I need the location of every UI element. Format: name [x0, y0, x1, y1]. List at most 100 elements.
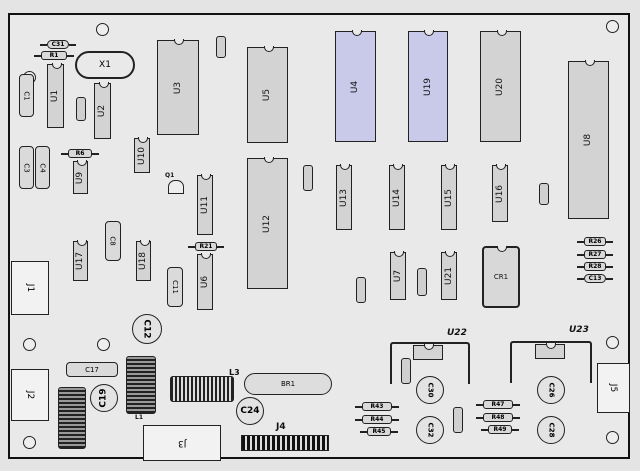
resistor: R21	[188, 242, 224, 251]
inductor-l2	[58, 387, 86, 449]
transistor-q1-label: Q1	[165, 172, 175, 179]
resistor: R26	[577, 237, 613, 246]
chip-u19: U19	[408, 30, 448, 142]
cap-label: C32	[425, 422, 434, 438]
capacitor-c8: C8	[105, 221, 121, 261]
resistor: R43	[355, 402, 399, 411]
capacitor-c4: C4	[35, 146, 50, 189]
chip-label: U21	[444, 266, 455, 286]
cap-label: C30	[425, 382, 434, 398]
chip-u5: U5	[247, 46, 288, 143]
chip-u14: U14	[389, 164, 405, 230]
cap-label: C4	[38, 162, 47, 173]
chip-label: U7	[392, 269, 403, 283]
chip-u21: U21	[441, 251, 457, 300]
connector-j3: J3	[143, 425, 221, 461]
mounting-hole	[96, 23, 109, 36]
header-j4	[241, 435, 329, 451]
capacitor-c24: C24	[236, 397, 264, 425]
bridge-label: BR1	[280, 380, 296, 388]
cap-label: C8	[109, 236, 117, 246]
capacitor-c3: C3	[19, 146, 34, 189]
heatsink-u23	[510, 341, 592, 383]
inductor-l1	[126, 356, 156, 414]
capacitor-c28: C28	[537, 416, 565, 444]
transistor-q1	[168, 180, 184, 194]
chip-label: U8	[583, 133, 594, 147]
capacitor-c26: C26	[537, 376, 565, 404]
chip-u13: U13	[336, 164, 352, 230]
chip-u17: U17	[73, 240, 88, 281]
resistor: R27	[577, 250, 613, 259]
inductor-l3-label: L3	[229, 368, 240, 377]
resistor	[453, 407, 463, 433]
chip-u18: U18	[136, 240, 151, 281]
chip-label: U10	[137, 146, 148, 165]
chip-label: U9	[75, 171, 86, 184]
chip-u10: U10	[134, 137, 150, 173]
regulator-u23	[535, 343, 565, 359]
capacitor-c17: C17	[66, 362, 118, 377]
cap-label: C1	[22, 90, 31, 101]
mounting-hole	[606, 431, 619, 444]
chip-label: U11	[200, 195, 211, 215]
chip-u4: U4	[335, 30, 376, 142]
cap-label: C28	[546, 422, 555, 438]
connector-j1: J1	[11, 261, 49, 315]
resistor	[303, 165, 313, 191]
cap-label: C3	[22, 162, 31, 173]
resistor	[76, 97, 86, 121]
chip-label: U17	[75, 251, 86, 271]
cap-label: C17	[85, 365, 99, 374]
cap-label: C11	[170, 280, 179, 294]
chip-label: U13	[339, 188, 350, 207]
capacitor-c1: C1	[19, 74, 34, 117]
inductor-l3	[170, 376, 234, 402]
chip-label: U5	[262, 88, 273, 102]
chip-u9: U9	[73, 160, 88, 194]
regulator-u22	[413, 344, 443, 360]
resistor: R28	[577, 262, 613, 271]
chip-u15: U15	[441, 164, 457, 230]
mounting-hole	[23, 338, 36, 351]
capacitor-c30: C30	[416, 376, 444, 404]
resistor: R49	[481, 425, 519, 434]
resistor: R48	[476, 413, 520, 422]
mounting-hole	[606, 336, 619, 349]
capacitor-c12: C12	[132, 314, 162, 344]
crystal-label: X1	[99, 60, 111, 70]
resistor: R44	[355, 415, 399, 424]
chip-u7: U7	[390, 251, 406, 300]
chip-label: U4	[350, 80, 361, 93]
cap-label: C19	[98, 388, 109, 408]
regulator-u22-label: U22	[447, 328, 467, 338]
resistor: R1	[34, 51, 74, 60]
chip-label: U14	[392, 188, 403, 207]
chip-u8: U8	[568, 60, 609, 219]
capacitor-c19: C19	[90, 384, 118, 412]
chip-label: U18	[138, 251, 149, 271]
chip-label: U3	[172, 81, 183, 94]
chip-cr1: CR1	[482, 246, 520, 308]
chip-u12: U12	[247, 157, 288, 289]
header-j4-label: J4	[276, 422, 286, 432]
bridge-br1: BR1	[244, 373, 332, 395]
connector-label: J2	[24, 390, 35, 400]
chip-label: U16	[495, 184, 506, 203]
chip-u2: U2	[94, 82, 111, 139]
resistor: R45	[360, 427, 398, 436]
capacitor-small: C13	[577, 274, 613, 283]
chip-u11: U11	[197, 174, 213, 235]
cap-label: C24	[240, 406, 260, 416]
resistor	[401, 358, 411, 384]
cap-label: C26	[546, 382, 555, 398]
capacitor-small: C31	[40, 40, 76, 49]
resistor	[216, 36, 226, 58]
chip-label: U12	[262, 214, 273, 233]
capacitor-c32: C32	[416, 416, 444, 444]
chip-u1: U1	[47, 63, 64, 128]
mounting-hole	[606, 20, 619, 33]
resistor	[417, 268, 427, 296]
connector-label: J3	[177, 438, 187, 448]
regulator-u23-label: U23	[569, 325, 589, 335]
